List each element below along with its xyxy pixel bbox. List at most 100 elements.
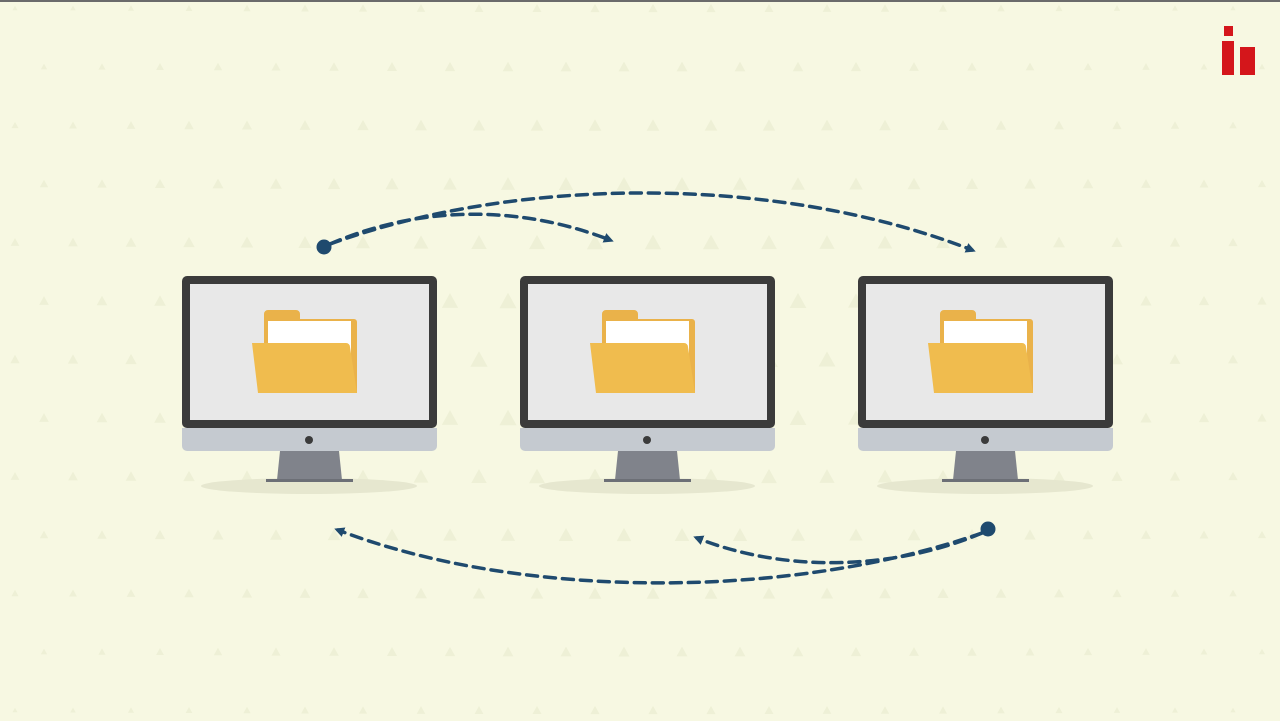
- background-triangle: [820, 119, 834, 131]
- background-triangle: [1199, 530, 1209, 539]
- background-triangle: [357, 119, 369, 131]
- background-triangle: [1024, 529, 1036, 540]
- background-triangle: [1053, 236, 1065, 248]
- background-triangle: [1229, 121, 1237, 129]
- background-triangle: [1170, 121, 1180, 129]
- background-triangle: [762, 119, 776, 131]
- background-triangle: [1140, 295, 1152, 306]
- background-triangle: [471, 235, 487, 249]
- background-triangle: [1198, 295, 1210, 306]
- source-dot-computer-1: [316, 239, 332, 255]
- background-triangle: [97, 179, 107, 188]
- background-triangle: [1113, 5, 1121, 11]
- background-triangle: [67, 354, 79, 364]
- background-triangle: [646, 119, 660, 131]
- background-triangle: [530, 119, 544, 131]
- background-triangle: [995, 120, 1007, 130]
- background-triangle: [358, 4, 368, 12]
- background-triangle: [416, 4, 426, 12]
- background-triangle: [1111, 353, 1123, 365]
- background-triangle: [68, 237, 78, 247]
- background-triangle: [879, 119, 891, 131]
- background-triangle: [1142, 648, 1150, 655]
- background-triangle: [12, 5, 18, 11]
- background-triangle: [791, 177, 805, 190]
- background-triangle: [937, 587, 949, 599]
- monitor-stand: [277, 451, 342, 480]
- background-triangle: [732, 177, 748, 190]
- background-triangle: [820, 587, 834, 599]
- background-triangle: [792, 646, 804, 657]
- background-triangle: [1141, 530, 1151, 539]
- background-triangle: [386, 646, 398, 657]
- background-triangle: [1113, 707, 1121, 713]
- background-triangle: [560, 646, 572, 657]
- background-triangle: [586, 234, 604, 250]
- background-triangle: [558, 177, 574, 190]
- background-triangle: [213, 647, 223, 656]
- background-triangle: [355, 235, 371, 249]
- background-triangle: [761, 468, 777, 484]
- background-triangle: [850, 61, 862, 72]
- background-triangle: [1054, 588, 1064, 598]
- background-triangle: [648, 3, 658, 13]
- background-triangle: [1258, 63, 1266, 70]
- background-triangle: [590, 3, 600, 13]
- background-triangle: [880, 706, 890, 714]
- background-triangle: [1169, 354, 1181, 364]
- background-triangle: [1169, 237, 1181, 247]
- background-triangle: [185, 706, 193, 714]
- background-triangle: [327, 177, 341, 190]
- background-triangle: [994, 236, 1008, 248]
- background-triangle: [443, 528, 457, 541]
- background-triangle: [243, 4, 251, 12]
- background-triangle: [1199, 179, 1209, 188]
- background-triangle: [385, 528, 399, 541]
- background-triangle: [1025, 62, 1035, 71]
- background-triangle: [1083, 62, 1093, 71]
- background-triangle: [502, 646, 514, 657]
- background-triangle: [241, 120, 253, 130]
- background-triangle: [240, 470, 254, 482]
- background-triangle: [936, 235, 950, 249]
- background-triangle: [1229, 589, 1237, 597]
- background-triangle: [69, 121, 77, 129]
- background-triangle: [499, 409, 517, 426]
- background-triangle: [126, 589, 136, 597]
- background-triangle: [818, 351, 836, 367]
- background-triangle: [907, 528, 921, 541]
- background-triangle: [70, 707, 76, 713]
- background-triangle: [441, 293, 459, 308]
- background-triangle: [646, 587, 660, 599]
- background-triangle: [474, 706, 484, 714]
- background-triangle: [298, 236, 312, 248]
- background-triangle: [1054, 120, 1064, 130]
- background-triangle: [10, 472, 20, 480]
- background-triangle: [734, 61, 746, 72]
- background-triangle: [558, 527, 574, 542]
- background-triangle: [154, 295, 166, 306]
- background-triangle: [676, 646, 688, 657]
- background-triangle: [588, 119, 602, 131]
- folder-icon: [928, 310, 1033, 393]
- background-triangle: [213, 62, 223, 71]
- background-triangle: [10, 238, 20, 246]
- background-triangle: [706, 705, 716, 715]
- background-triangle: [127, 5, 135, 11]
- background-triangle: [939, 706, 947, 714]
- background-triangle: [1200, 63, 1208, 70]
- background-triangle: [185, 5, 193, 11]
- background-triangle: [1198, 412, 1210, 423]
- background-triangle: [39, 530, 49, 539]
- background-triangle: [126, 121, 136, 129]
- background-triangle: [704, 119, 718, 131]
- background-triangle: [241, 588, 253, 598]
- top-border: [0, 0, 1280, 2]
- background-triangle: [734, 646, 746, 657]
- background-triangle: [1024, 178, 1036, 189]
- background-triangle: [385, 177, 399, 190]
- folder-icon: [590, 310, 695, 393]
- background-triangle: [39, 179, 49, 188]
- background-triangle: [1258, 648, 1266, 655]
